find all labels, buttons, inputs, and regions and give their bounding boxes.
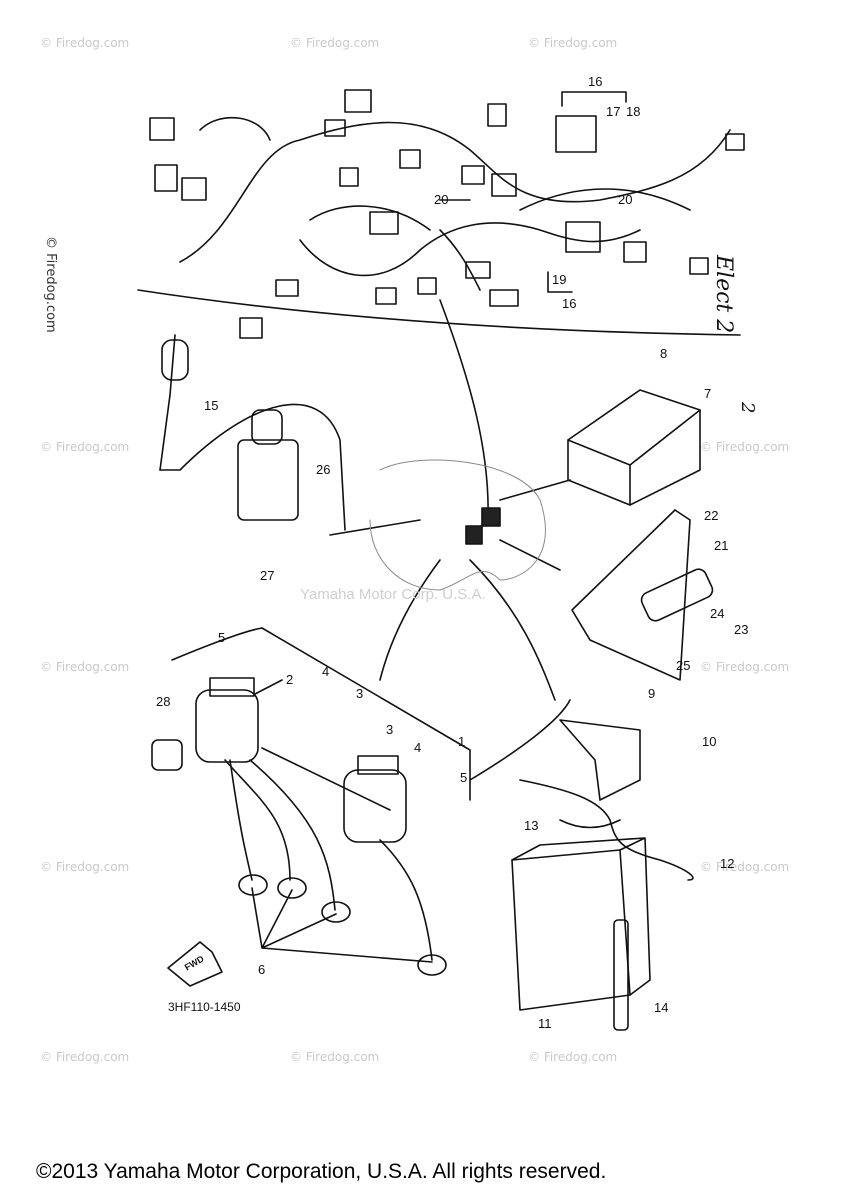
- callout-11: 11: [538, 1016, 552, 1031]
- callout-25: 25: [676, 658, 691, 673]
- callout-2: 2: [286, 672, 294, 687]
- callout-17: 17: [606, 104, 621, 119]
- fwd-arrow: [167, 941, 223, 987]
- center-watermark: Yamaha Motor Corp. U.S.A.: [300, 586, 486, 603]
- callout-7: 7: [704, 386, 712, 401]
- section-divider: [137, 289, 741, 336]
- handwritten-note: 2: [737, 402, 758, 414]
- callout-15: 15: [204, 398, 219, 413]
- watermark: © Firedog.com: [40, 660, 130, 674]
- handwritten-note: Elect 2: [711, 255, 736, 334]
- watermark: © Firedog.com: [700, 860, 790, 874]
- callout-4: 4: [414, 740, 422, 755]
- part-code: 3HF110-1450: [168, 1000, 241, 1014]
- callout-21: 21: [714, 538, 729, 553]
- callout-10: 10: [702, 734, 717, 749]
- callout-23: 23: [734, 622, 749, 637]
- wire-harness: [149, 89, 745, 307]
- watermark: © Firedog.com: [700, 660, 790, 674]
- callout-18: 18: [626, 104, 641, 119]
- watermark: © Firedog.com: [40, 1050, 130, 1064]
- callout-14: 14: [654, 1000, 669, 1015]
- watermark: © Firedog.com: [40, 36, 130, 50]
- callout-13: 13: [524, 818, 539, 833]
- callout-9: 9: [648, 686, 656, 701]
- callout-1: 1: [458, 734, 466, 749]
- callout-5: 5: [218, 630, 226, 645]
- watermark: © Firedog.com: [528, 36, 618, 50]
- callout-12: 12: [720, 856, 735, 871]
- watermark: © Firedog.com: [40, 440, 130, 454]
- callout-5: 5: [460, 770, 468, 785]
- callout-22: 22: [704, 508, 719, 523]
- watermark: © Firedog.com: [290, 1050, 380, 1064]
- callout-3: 3: [356, 686, 364, 701]
- callout-4: 4: [322, 664, 330, 679]
- watermark: © Firedog.com: [43, 236, 58, 333]
- callout-20: 20: [434, 192, 449, 207]
- watermark: © Firedog.com: [528, 1050, 618, 1064]
- callout-3: 3: [386, 722, 394, 737]
- callout-8: 8: [660, 346, 668, 361]
- callout-27: 27: [260, 568, 275, 583]
- callout-19: 19: [552, 272, 567, 287]
- callout-24: 24: [710, 606, 725, 621]
- callout-20: 20: [618, 192, 633, 207]
- callout-26: 26: [316, 462, 331, 477]
- callout-6: 6: [258, 962, 266, 977]
- copyright-notice: ©2013 Yamaha Motor Corporation, U.S.A. A…: [36, 1160, 607, 1183]
- watermark: © Firedog.com: [700, 440, 790, 454]
- watermark: © Firedog.com: [290, 36, 380, 50]
- callout-16: 16: [588, 74, 603, 89]
- callout-16: 16: [562, 296, 577, 311]
- watermark: © Firedog.com: [40, 860, 130, 874]
- callout-28: 28: [156, 694, 171, 709]
